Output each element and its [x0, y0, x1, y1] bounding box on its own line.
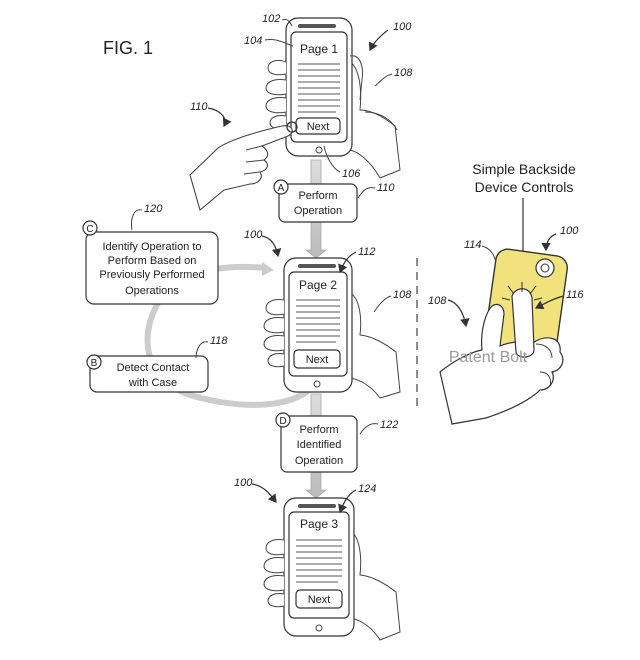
camera-lens	[535, 258, 555, 278]
ref-124: 124	[358, 483, 376, 495]
step-b-letter: B	[91, 358, 98, 369]
phone-speaker-1	[298, 24, 336, 28]
ref-100-c: 100	[234, 477, 253, 489]
ref-116: 116	[566, 289, 584, 301]
next-button-2	[293, 349, 341, 369]
ref-108-c: 108	[428, 295, 447, 307]
ref-110-step: 110	[377, 182, 395, 194]
step-c-letter: C	[86, 224, 93, 235]
loop-arrowhead	[262, 262, 274, 276]
ref-114: 114	[464, 239, 482, 251]
step-c-line2: Perform Based on	[108, 255, 197, 267]
ref-108-b: 108	[393, 289, 412, 301]
step-d-line1: Perform	[299, 424, 338, 436]
figure-title: FIG. 1	[103, 38, 153, 58]
next-button-3	[295, 589, 343, 609]
watermark: Patent Bolt	[449, 349, 528, 366]
backside-title-2: Device Controls	[475, 179, 574, 195]
step-a-line2: Operation	[294, 205, 342, 217]
ref-112: 112	[358, 246, 376, 258]
phone-screen-1	[290, 31, 348, 143]
step-a-line1: Perform	[298, 190, 337, 202]
ref-100-d: 100	[560, 225, 579, 237]
text-lines-2	[296, 299, 340, 343]
ref-100-b: 100	[244, 229, 263, 241]
ref-118: 118	[210, 335, 228, 347]
touch-burst	[501, 282, 543, 301]
ref-122: 122	[380, 419, 398, 431]
step-c-line1: Identify Operation to	[102, 241, 201, 253]
ref-104: 104	[244, 35, 262, 47]
ref-120: 120	[144, 203, 163, 215]
step-b-line1: Detect Contact	[117, 362, 190, 374]
ref-106: 106	[342, 168, 361, 180]
step-c: C Identify Operation to Perform Based on…	[82, 203, 219, 305]
step-d-line2: Identified	[297, 439, 342, 451]
next-label-2: Next	[306, 354, 329, 366]
step-c-line3: Previously Performed	[99, 269, 204, 281]
phone-2: Page 2 Next 100 112 108	[244, 229, 412, 399]
text-lines-3	[296, 539, 342, 583]
index-finger	[511, 288, 535, 358]
ref-110-finger: 110	[190, 101, 208, 113]
next-label-3: Next	[308, 594, 331, 606]
page-label-3: Page 3	[300, 517, 338, 531]
ref-108-a: 108	[394, 67, 413, 79]
pointing-hand: 110 106	[189, 101, 361, 211]
home-button-1	[315, 146, 323, 154]
step-a: A Perform Operation 110	[273, 179, 395, 223]
holding-hand-1	[344, 59, 401, 179]
backside-panel: Simple Backside Device Controls 114 100 …	[428, 161, 584, 425]
step-b: B Detect Contact with Case 118	[86, 335, 228, 393]
next-button-1	[295, 117, 341, 135]
text-lines-1	[298, 63, 340, 113]
page-label-2: Page 2	[299, 278, 337, 292]
ref-100-a: 100	[393, 21, 412, 33]
step-d-letter: D	[279, 416, 286, 427]
step-d-line3: Operation	[295, 455, 343, 467]
page-label-1: Page 1	[300, 42, 338, 56]
step-a-letter: A	[278, 183, 285, 194]
next-label-1: Next	[307, 121, 330, 133]
step-c-line4: Operations	[125, 285, 179, 297]
ref-102: 102	[262, 13, 280, 25]
step-b-line2: with Case	[128, 377, 177, 389]
phone-3: Page 3 Next 100 124	[234, 477, 401, 641]
step-d: D Perform Identified Operation 122	[275, 412, 398, 473]
backside-title-1: Simple Backside	[472, 161, 576, 177]
touch-point	[286, 121, 298, 133]
phone-1: Page 1 Next 102 104 100 108	[244, 13, 413, 179]
fingers-left-1	[265, 59, 287, 130]
